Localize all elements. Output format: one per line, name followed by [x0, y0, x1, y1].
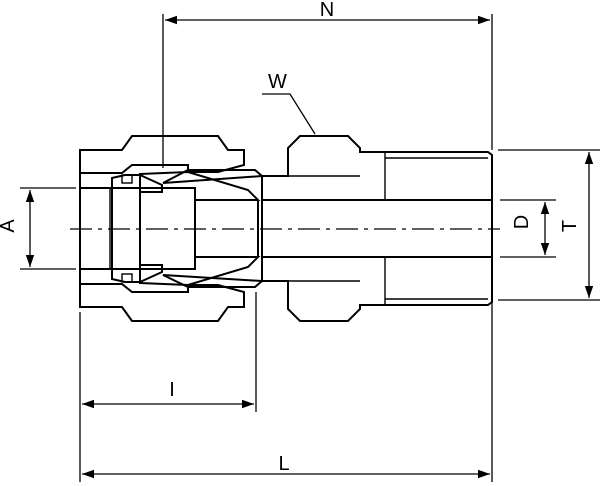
label-a: A: [0, 219, 19, 233]
label-n: N: [320, 0, 334, 21]
nut-upper: [79, 135, 245, 174]
body-section-lower: [162, 256, 493, 322]
back-ferrule-upper: [139, 170, 261, 201]
dimension-i: I: [82, 379, 254, 409]
front-ferrule-upper: [111, 174, 163, 193]
ferrules: [111, 170, 261, 287]
back-ferrule-lower: [139, 256, 261, 287]
nut: [79, 135, 245, 322]
fitting-body: [162, 135, 493, 322]
label-t: T: [559, 220, 581, 232]
dimension-t: T: [559, 152, 594, 298]
label-l: L: [278, 453, 289, 475]
extension-lines: [20, 14, 600, 482]
leader-w: W: [262, 71, 316, 135]
body-section-upper: [162, 135, 493, 201]
label-d: D: [511, 215, 533, 229]
dimension-n: N: [165, 0, 490, 25]
label-w: W: [268, 71, 287, 93]
dimension-d: D: [511, 202, 550, 255]
nut-lower: [79, 283, 245, 322]
front-ferrule-lower: [111, 264, 163, 283]
label-i: I: [169, 379, 175, 401]
dimension-a: A: [0, 190, 35, 267]
dimension-l: L: [82, 453, 490, 479]
